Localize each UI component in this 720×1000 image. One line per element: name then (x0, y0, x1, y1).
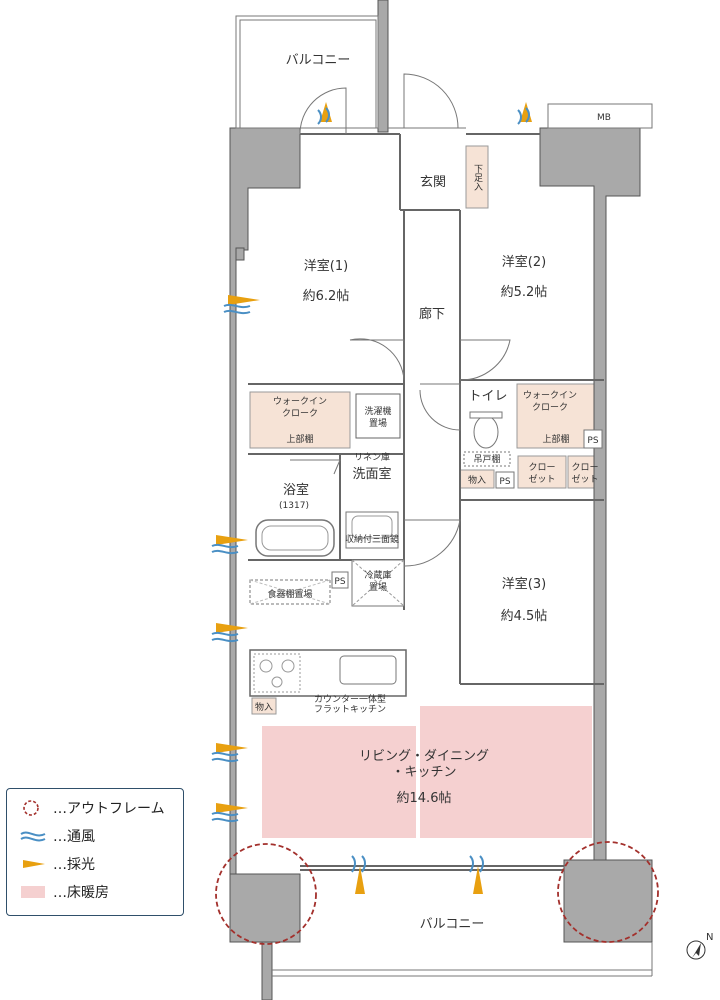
upper-shelf-label-1: 上部棚 (286, 433, 313, 445)
legend-floor-heating-text: …床暖房 (53, 885, 109, 901)
laundry-label-b: 置場 (369, 417, 387, 429)
floor-heating-area-living (262, 726, 416, 838)
closet-3a-label-b: ゼット (528, 473, 555, 485)
walkin2-label-a: ウォークイン (523, 390, 577, 401)
laundry-box (355, 393, 401, 439)
shoe-box-label: 下足入 (472, 164, 483, 191)
toilet-label: トイレ (468, 389, 507, 404)
closet-3b-label-b: ゼット (571, 473, 598, 485)
legend: …アウトフレーム …通風 …採光 …床暖房 (6, 788, 184, 916)
ps-box-western3 (495, 471, 515, 489)
ps-label-closet: PS (587, 436, 598, 446)
dish-rack-label: 食器棚置場 (267, 588, 312, 600)
mb-label: MB (597, 113, 611, 123)
linen-label: リネン庫 (354, 451, 390, 463)
floor-heating-area-dining (420, 706, 592, 838)
structural-walls (229, 0, 653, 1000)
shoe-box-area (465, 145, 489, 209)
western3-size: 約4.5帖 (501, 609, 548, 624)
legend-outframe: …アウトフレーム (19, 797, 165, 819)
ps-box-washroom (331, 571, 349, 589)
upper-shelf-label-2: 上部棚 (542, 433, 569, 445)
outframe-icon (19, 799, 47, 817)
ldk-size: 約14.6帖 (397, 791, 452, 806)
walkin2-label-b: クローク (532, 402, 568, 413)
closet-3a-label-a: クロー (528, 462, 555, 473)
lighting-icon (19, 855, 47, 873)
washroom-label: 洗面室 (352, 466, 391, 482)
ps-label-washroom: PS (334, 577, 345, 587)
outframe-circle-right (557, 841, 659, 943)
ldk-label-a: リビング・ダイニング (359, 749, 489, 764)
counter-label-a: カウンター一体型 (314, 693, 386, 705)
western2-name: 洋室(2) (502, 254, 546, 270)
balcony-top-outline (235, 15, 466, 129)
ventilation-icon (19, 827, 47, 845)
compass-icon (686, 940, 706, 960)
western3-name: 洋室(3) (502, 576, 546, 592)
laundry-label-a: 洗濯機 (364, 405, 391, 417)
toilet-shelf (463, 451, 511, 467)
legend-outframe-text: …アウトフレーム (53, 801, 165, 817)
closet-3a-area (517, 455, 567, 489)
bathtub (255, 519, 335, 557)
storage-area-2 (251, 697, 277, 715)
balcony-bottom-label: バルコニー (420, 917, 485, 932)
ldk-label-b: ・キッチン (391, 765, 456, 780)
balcony-bottom-outline (272, 942, 653, 977)
mb-box (547, 103, 653, 129)
counter-label-b: フラットキッチン (314, 704, 386, 715)
storage-label-2: 物入 (255, 701, 273, 713)
bath-name: 浴室 (283, 482, 309, 498)
closet-3b-label-a: クロー (571, 462, 598, 473)
toilet-bowl (473, 415, 499, 449)
fridge-label-b: 置場 (369, 581, 387, 593)
legend-ventilation-text: …通風 (53, 829, 95, 845)
bath-size: (1317) (279, 501, 309, 511)
entrance-label: 玄関 (420, 175, 446, 190)
outframe-circle-left (215, 843, 317, 945)
walkin1-label-b: クローク (282, 408, 318, 419)
ps-box-closet (583, 429, 603, 449)
stove (253, 653, 301, 693)
hallway-label: 廊下 (419, 306, 445, 322)
kitchen-sink (339, 655, 397, 685)
fridge-label-a: 冷蔵庫 (364, 569, 391, 581)
legend-lighting-text: …採光 (53, 857, 95, 873)
wash-bowl-label: 収納付三面鏡 (345, 533, 399, 545)
door-swings (290, 73, 511, 567)
western1-name: 洋室(1) (304, 258, 348, 274)
western1-size: 約6.2帖 (303, 289, 350, 304)
ps-label-western3: PS (499, 477, 510, 487)
western2-size: 約5.2帖 (501, 285, 548, 300)
legend-lighting: …採光 (19, 853, 95, 875)
washbasin (345, 511, 399, 549)
toilet-shelf-label: 吊戸棚 (473, 453, 500, 465)
walkin-closet-1-area (249, 391, 351, 449)
legend-floor-heating: …床暖房 (19, 881, 109, 903)
balcony-top-label: バルコニー (286, 53, 351, 68)
vent-light-markers (211, 102, 532, 894)
compass-label: N (706, 932, 713, 943)
floor-heating-icon (19, 883, 47, 901)
walkin1-label-a: ウォークイン (273, 396, 327, 407)
storage-label-1: 物入 (468, 474, 486, 486)
legend-ventilation: …通風 (19, 825, 95, 847)
